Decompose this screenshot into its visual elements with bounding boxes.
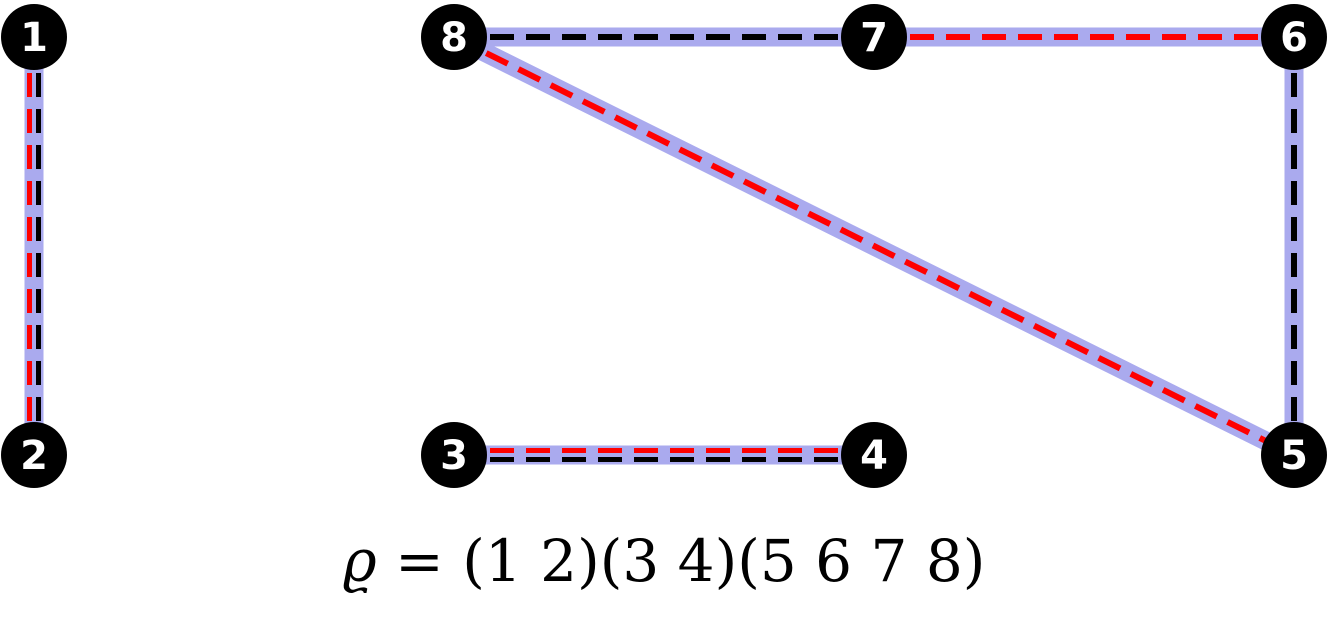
- edge-8-5: [449, 28, 1299, 464]
- node-4: 4: [841, 422, 907, 488]
- node-7: 7: [841, 4, 907, 70]
- node-label: 7: [860, 15, 888, 61]
- permutation-formula: ϱ = (1 2)(3 4)(5 6 7 8): [0, 532, 1328, 590]
- node-circle: [1, 422, 67, 488]
- nodes-layer: 1 2 3 4 5 6 7 8: [1, 4, 1327, 488]
- node-circle: [1261, 422, 1327, 488]
- node-circle: [841, 422, 907, 488]
- node-circle: [841, 4, 907, 70]
- node-label: 2: [20, 433, 48, 479]
- node-8: 8: [421, 4, 487, 70]
- node-label: 3: [440, 433, 468, 479]
- node-label: 6: [1280, 15, 1308, 61]
- node-1: 1: [1, 4, 67, 70]
- node-circle: [1, 4, 67, 70]
- node-3: 3: [421, 422, 487, 488]
- edge-1-2: [24, 37, 44, 455]
- node-5: 5: [1261, 422, 1327, 488]
- node-6: 6: [1261, 4, 1327, 70]
- edges-layer: [24, 27, 1304, 465]
- edge-dash-red: [452, 34, 1296, 458]
- node-label: 5: [1280, 433, 1308, 479]
- node-circle: [421, 422, 487, 488]
- node-label: 1: [20, 15, 48, 61]
- node-2: 2: [1, 422, 67, 488]
- node-label: 8: [440, 15, 468, 61]
- node-label: 4: [860, 433, 888, 479]
- formula-symbol: ϱ: [342, 527, 377, 595]
- formula-cycles: = (1 2)(3 4)(5 6 7 8): [376, 527, 986, 595]
- edge-3-4: [454, 445, 874, 465]
- node-circle: [1261, 4, 1327, 70]
- node-circle: [421, 4, 487, 70]
